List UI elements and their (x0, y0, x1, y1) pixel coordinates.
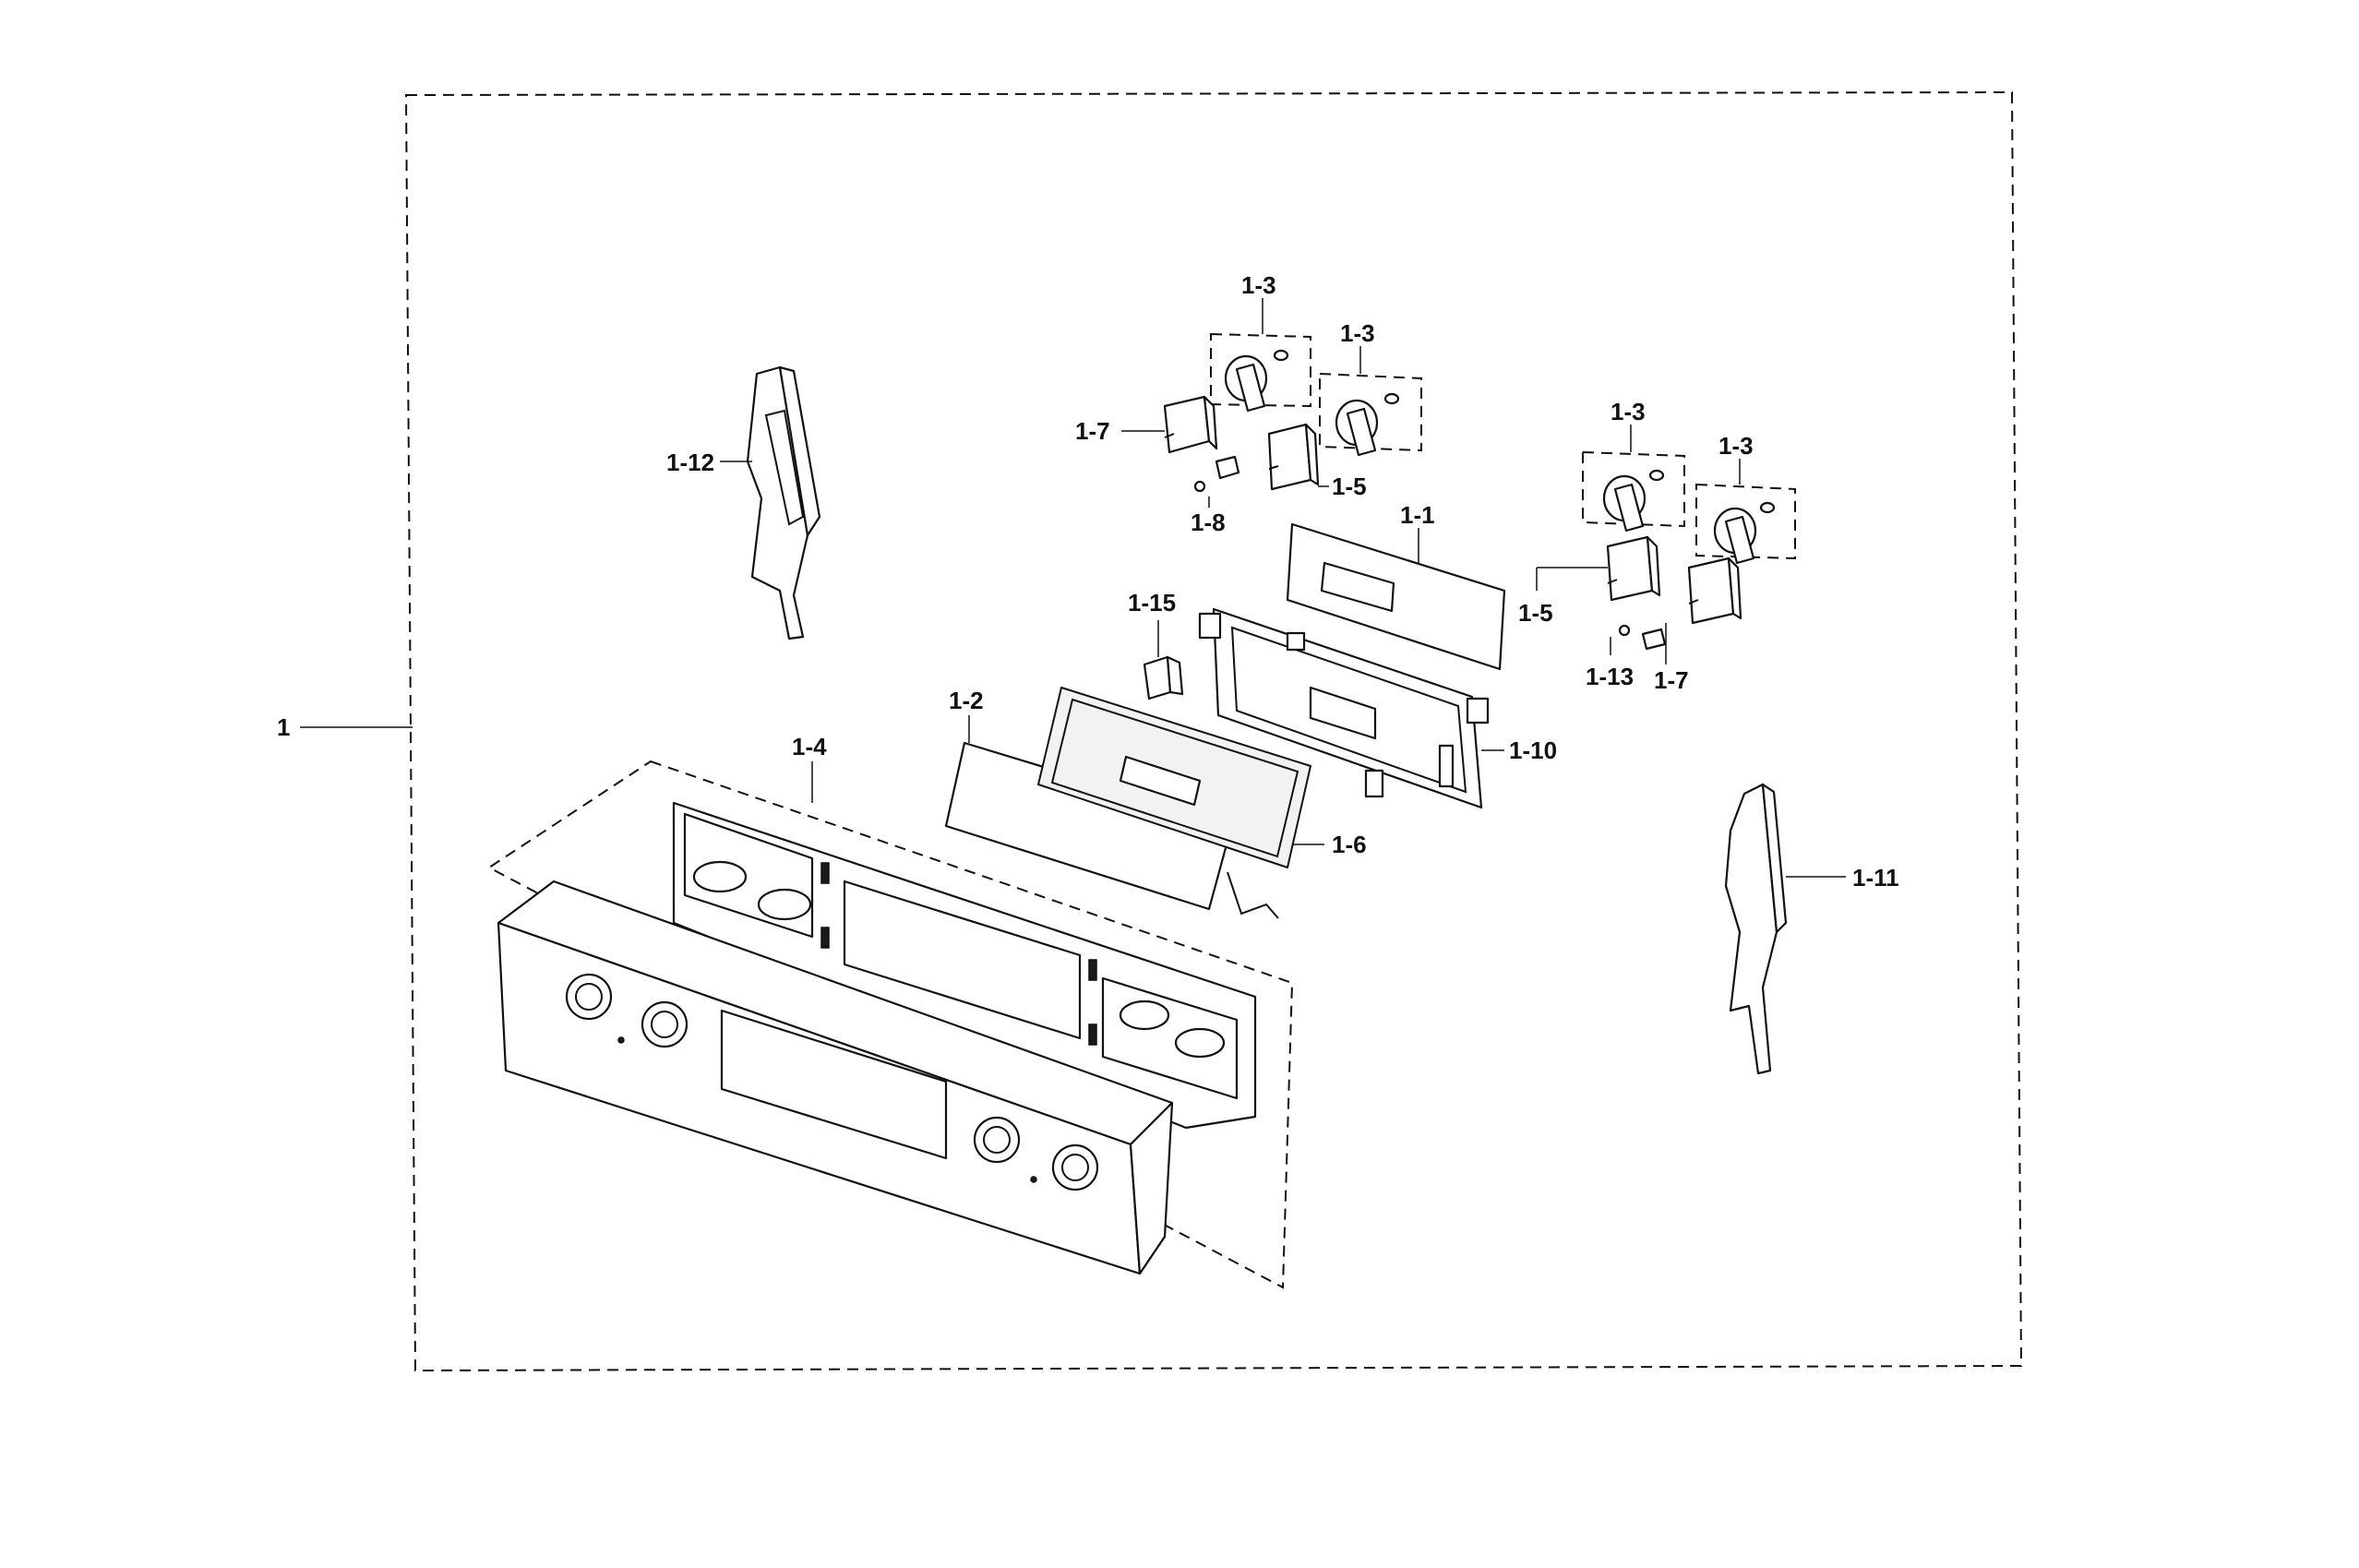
part-1-6-display-frame (1037, 687, 1311, 919)
callout-1-7-a: 1-7 (1075, 417, 1110, 445)
callout-1-13: 1-13 (1586, 663, 1634, 690)
leader-lines (300, 298, 1846, 878)
callout-labels: 1 1-3 1-3 1-3 1-3 1-7 1-5 1-8 1-1 1-5 1-… (277, 271, 1899, 892)
part-1-5-switch-a (1267, 423, 1320, 491)
part-1-3-knob-c (1582, 450, 1685, 533)
part-1-1-control-board (1286, 522, 1506, 671)
callout-1-5-a: 1-5 (1332, 473, 1367, 500)
callout-1-11: 1-11 (1852, 864, 1899, 892)
part-1-4-control-panel-trim (497, 801, 1257, 1275)
callout-1-10: 1-10 (1509, 736, 1557, 764)
part-1-11-side-bracket (1724, 783, 1788, 1075)
part-1-12-side-bracket (746, 365, 821, 640)
part-1-8-clip (1193, 455, 1240, 493)
subassembly-boundary-1-4 (487, 760, 1294, 1289)
callout-1-6: 1-6 (1332, 831, 1367, 858)
part-1-3-knob-b (1319, 372, 1422, 457)
callout-1-2: 1-2 (949, 687, 984, 714)
callout-1-3-b: 1-3 (1340, 319, 1375, 347)
assembly-boundary (404, 90, 2023, 1372)
part-1-7-switch-b (1687, 557, 1742, 625)
part-1-3-knob-a (1210, 332, 1311, 413)
callout-1-3-a: 1-3 (1241, 271, 1276, 299)
callout-1-1: 1-1 (1400, 501, 1435, 529)
part-1-5-switch-b (1606, 535, 1661, 602)
part-1-3-knob-d (1695, 483, 1796, 565)
part-1-10-board-bracket (1198, 607, 1490, 809)
callout-1-3-c: 1-3 (1611, 398, 1646, 425)
callout-1-7-b: 1-7 (1654, 666, 1689, 694)
part-1-13-clip (1618, 624, 1667, 651)
callout-1: 1 (277, 713, 290, 741)
callout-1-4: 1-4 (792, 733, 827, 760)
callout-1-15: 1-15 (1128, 589, 1176, 616)
part-1-15-clip (1143, 655, 1184, 700)
callout-1-12: 1-12 (666, 449, 714, 476)
callout-1-3-d: 1-3 (1718, 432, 1754, 460)
callout-1-5-b: 1-5 (1518, 599, 1553, 627)
callout-1-8: 1-8 (1191, 509, 1226, 536)
part-1-7-switch-a (1163, 395, 1218, 454)
